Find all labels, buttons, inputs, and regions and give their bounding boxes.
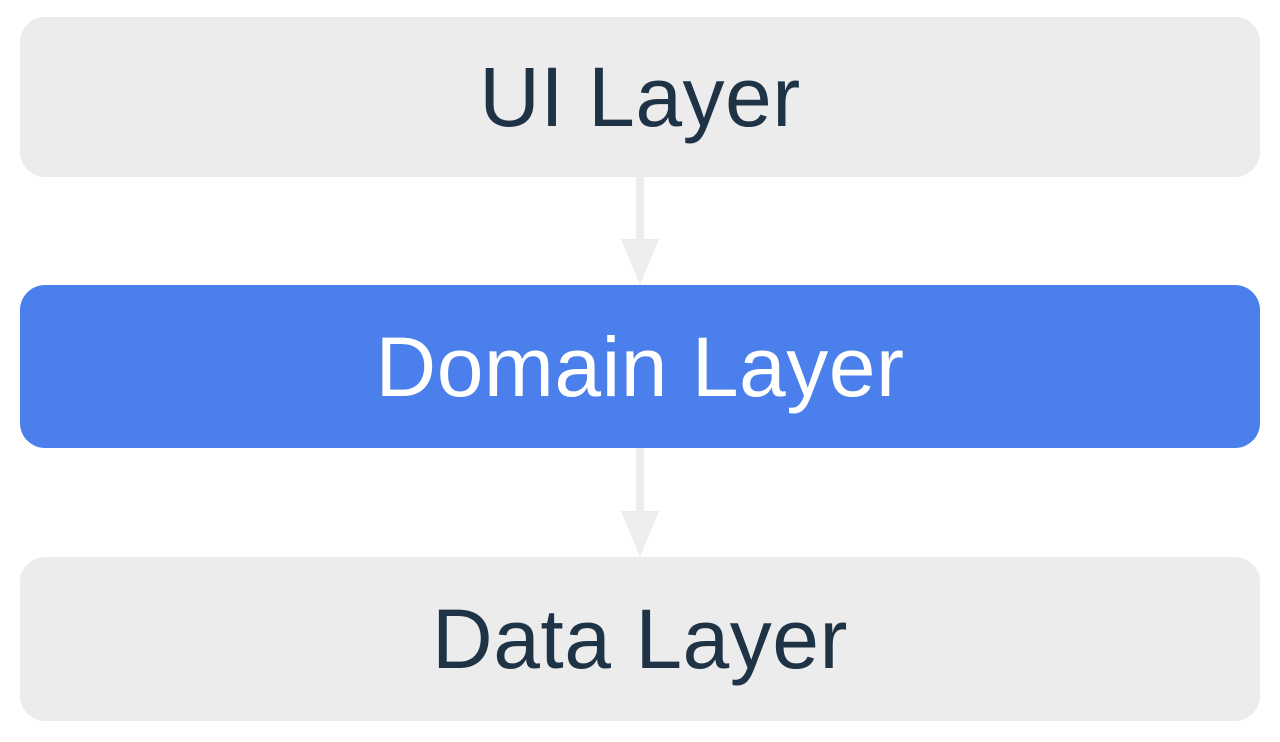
down-arrow-icon: [620, 177, 660, 285]
layer-label-data: Data Layer: [432, 592, 848, 686]
layer-label-domain: Domain Layer: [375, 319, 905, 414]
layer-box-data: Data Layer: [20, 557, 1260, 721]
down-arrow-icon: [620, 448, 660, 557]
layer-box-ui: UI Layer: [20, 17, 1260, 177]
layer-label-ui: UI Layer: [479, 50, 801, 144]
layer-box-domain: Domain Layer: [20, 285, 1260, 448]
